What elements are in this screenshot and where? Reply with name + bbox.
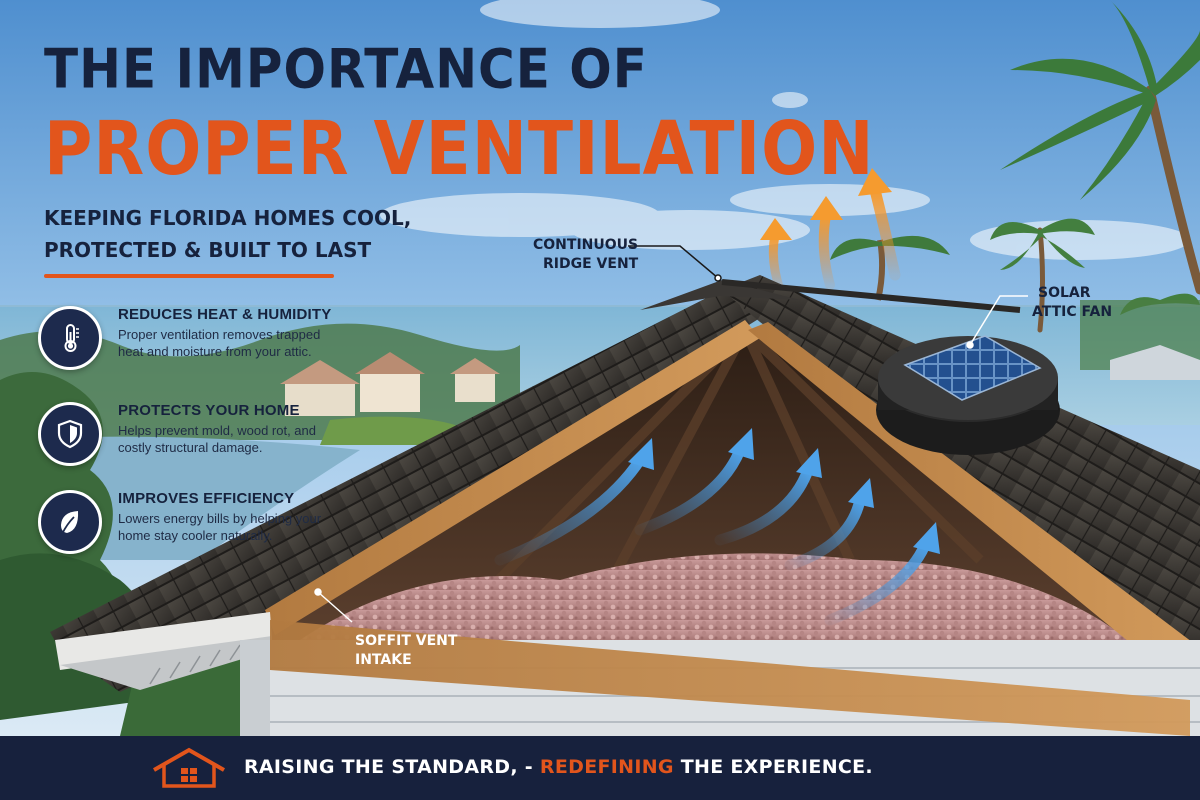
benefit-description: Helps prevent mold, wood rot, and costly… [118, 423, 316, 455]
benefit-improves-efficiency: IMPROVES EFFICIENCY Lowers energy bills … [38, 486, 328, 556]
shield-icon [38, 402, 102, 466]
subtitle-line-2: PROTECTED & BUILT TO LAST [44, 238, 372, 262]
callout-line: CONTINUOUS [533, 237, 639, 253]
benefit-description: Proper ventilation removes trapped heat … [118, 327, 321, 359]
tagline-part-2: THE EXPERIENCE. [673, 756, 873, 778]
headline: THE IMPORTANCE OF PROPER VENTILATION [44, 38, 874, 190]
callout-line: ATTIC FAN [1032, 304, 1113, 320]
title-line-2: PROPER VENTILATION [44, 105, 875, 192]
benefit-description: Lowers energy bills by helping your home… [118, 511, 322, 543]
benefit-protects-home: PROTECTS YOUR HOME Helps prevent mold, w… [38, 398, 328, 468]
house-logo-icon [153, 747, 225, 788]
callout-line: SOLAR [1038, 285, 1091, 301]
subtitle: KEEPING FLORIDA HOMES COOL, PROTECTED & … [44, 202, 412, 266]
title-line-1: THE IMPORTANCE OF [44, 38, 648, 101]
footer-tagline: RAISING THE STANDARD, - REDEFINING THE E… [244, 756, 873, 778]
callout-solar-fan: SOLAR ATTIC FAN [1032, 284, 1112, 322]
callout-line: SOFFIT VENT [355, 633, 458, 649]
subtitle-line-1: KEEPING FLORIDA HOMES COOL, [44, 206, 412, 230]
benefit-reduces-heat: REDUCES HEAT & HUMIDITY Proper ventilati… [38, 302, 331, 372]
subtitle-underline [44, 274, 334, 278]
leaf-icon [38, 490, 102, 554]
footer-banner: RAISING THE STANDARD, - REDEFINING THE E… [0, 736, 1200, 800]
thermometer-icon [38, 306, 102, 370]
benefit-title: PROTECTS YOUR HOME [118, 402, 300, 419]
callout-ridge-vent: CONTINUOUS RIDGE VENT [533, 236, 638, 274]
callout-line: INTAKE [355, 652, 412, 668]
callout-soffit-vent: SOFFIT VENT INTAKE [355, 632, 457, 670]
tagline-accent: REDEFINING [539, 756, 674, 778]
callout-line: RIDGE VENT [543, 256, 639, 272]
benefit-title: IMPROVES EFFICIENCY [118, 490, 295, 507]
tagline-part-1: RAISING THE STANDARD, - [244, 756, 540, 778]
benefit-title: REDUCES HEAT & HUMIDITY [118, 306, 332, 323]
